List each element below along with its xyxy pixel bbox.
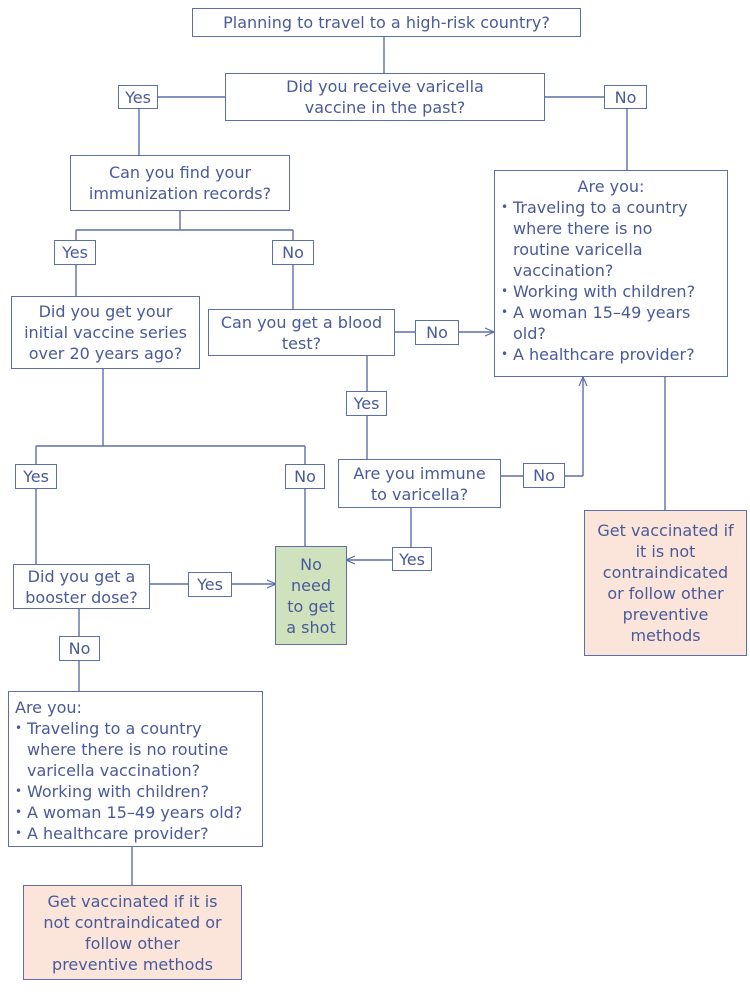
no-label-blood-test: No: [415, 320, 459, 345]
outcome-vaccinate-left: Get vaccinated if it is not contraindica…: [23, 885, 242, 980]
criteria-box-left: Are you: Traveling to a country where th…: [8, 691, 263, 847]
criteria-item-children: Working with children?: [15, 781, 242, 802]
criteria-title: Are you:: [15, 698, 82, 717]
criteria-title: Are you:: [577, 177, 645, 196]
question-blood-test: Can you get a blood test?: [208, 309, 395, 356]
question-immune: Are you immune to varicella?: [338, 459, 501, 508]
question-booster: Did you get a booster dose?: [13, 564, 150, 609]
yes-label-initial-series: Yes: [15, 464, 57, 489]
question-travel-high-risk: Planning to travel to a high-risk countr…: [192, 8, 581, 37]
question-find-records: Can you find your immunization records?: [70, 155, 290, 211]
criteria-item-woman: A woman 15–49 years old?: [501, 302, 695, 344]
outcome-vaccinate-right: Get vaccinated if it is not contraindica…: [584, 510, 747, 656]
criteria-list: Traveling to a country where there is no…: [501, 197, 695, 365]
no-label-received: No: [604, 85, 647, 109]
question-received-vaccine: Did you receive varicella vaccine in the…: [225, 73, 545, 121]
criteria-item-healthcare: A healthcare provider?: [15, 823, 242, 844]
yes-label-records: Yes: [54, 240, 96, 265]
criteria-item-healthcare: A healthcare provider?: [501, 344, 695, 365]
criteria-box-right: Are you: Traveling to a country where th…: [494, 170, 728, 377]
criteria-item-woman: A woman 15–49 years old?: [15, 802, 242, 823]
no-label-records: No: [272, 240, 314, 265]
criteria-list: Traveling to a country where there is no…: [15, 718, 242, 844]
question-initial-series: Did you get your initial vaccine series …: [11, 296, 200, 369]
criteria-item-travel: Traveling to a country where there is no…: [15, 718, 242, 781]
no-label-booster: No: [59, 636, 100, 661]
no-label-initial-series: No: [285, 464, 325, 489]
yes-label-received: Yes: [118, 85, 158, 109]
yes-label-blood-test: Yes: [346, 391, 387, 416]
no-label-immune: No: [523, 463, 565, 488]
criteria-item-children: Working with children?: [501, 281, 695, 302]
outcome-no-shot: No need to get a shot: [275, 546, 347, 645]
yes-label-booster: Yes: [188, 572, 232, 597]
criteria-item-travel: Traveling to a country where there is no…: [501, 197, 695, 281]
yes-label-immune: Yes: [392, 547, 432, 571]
